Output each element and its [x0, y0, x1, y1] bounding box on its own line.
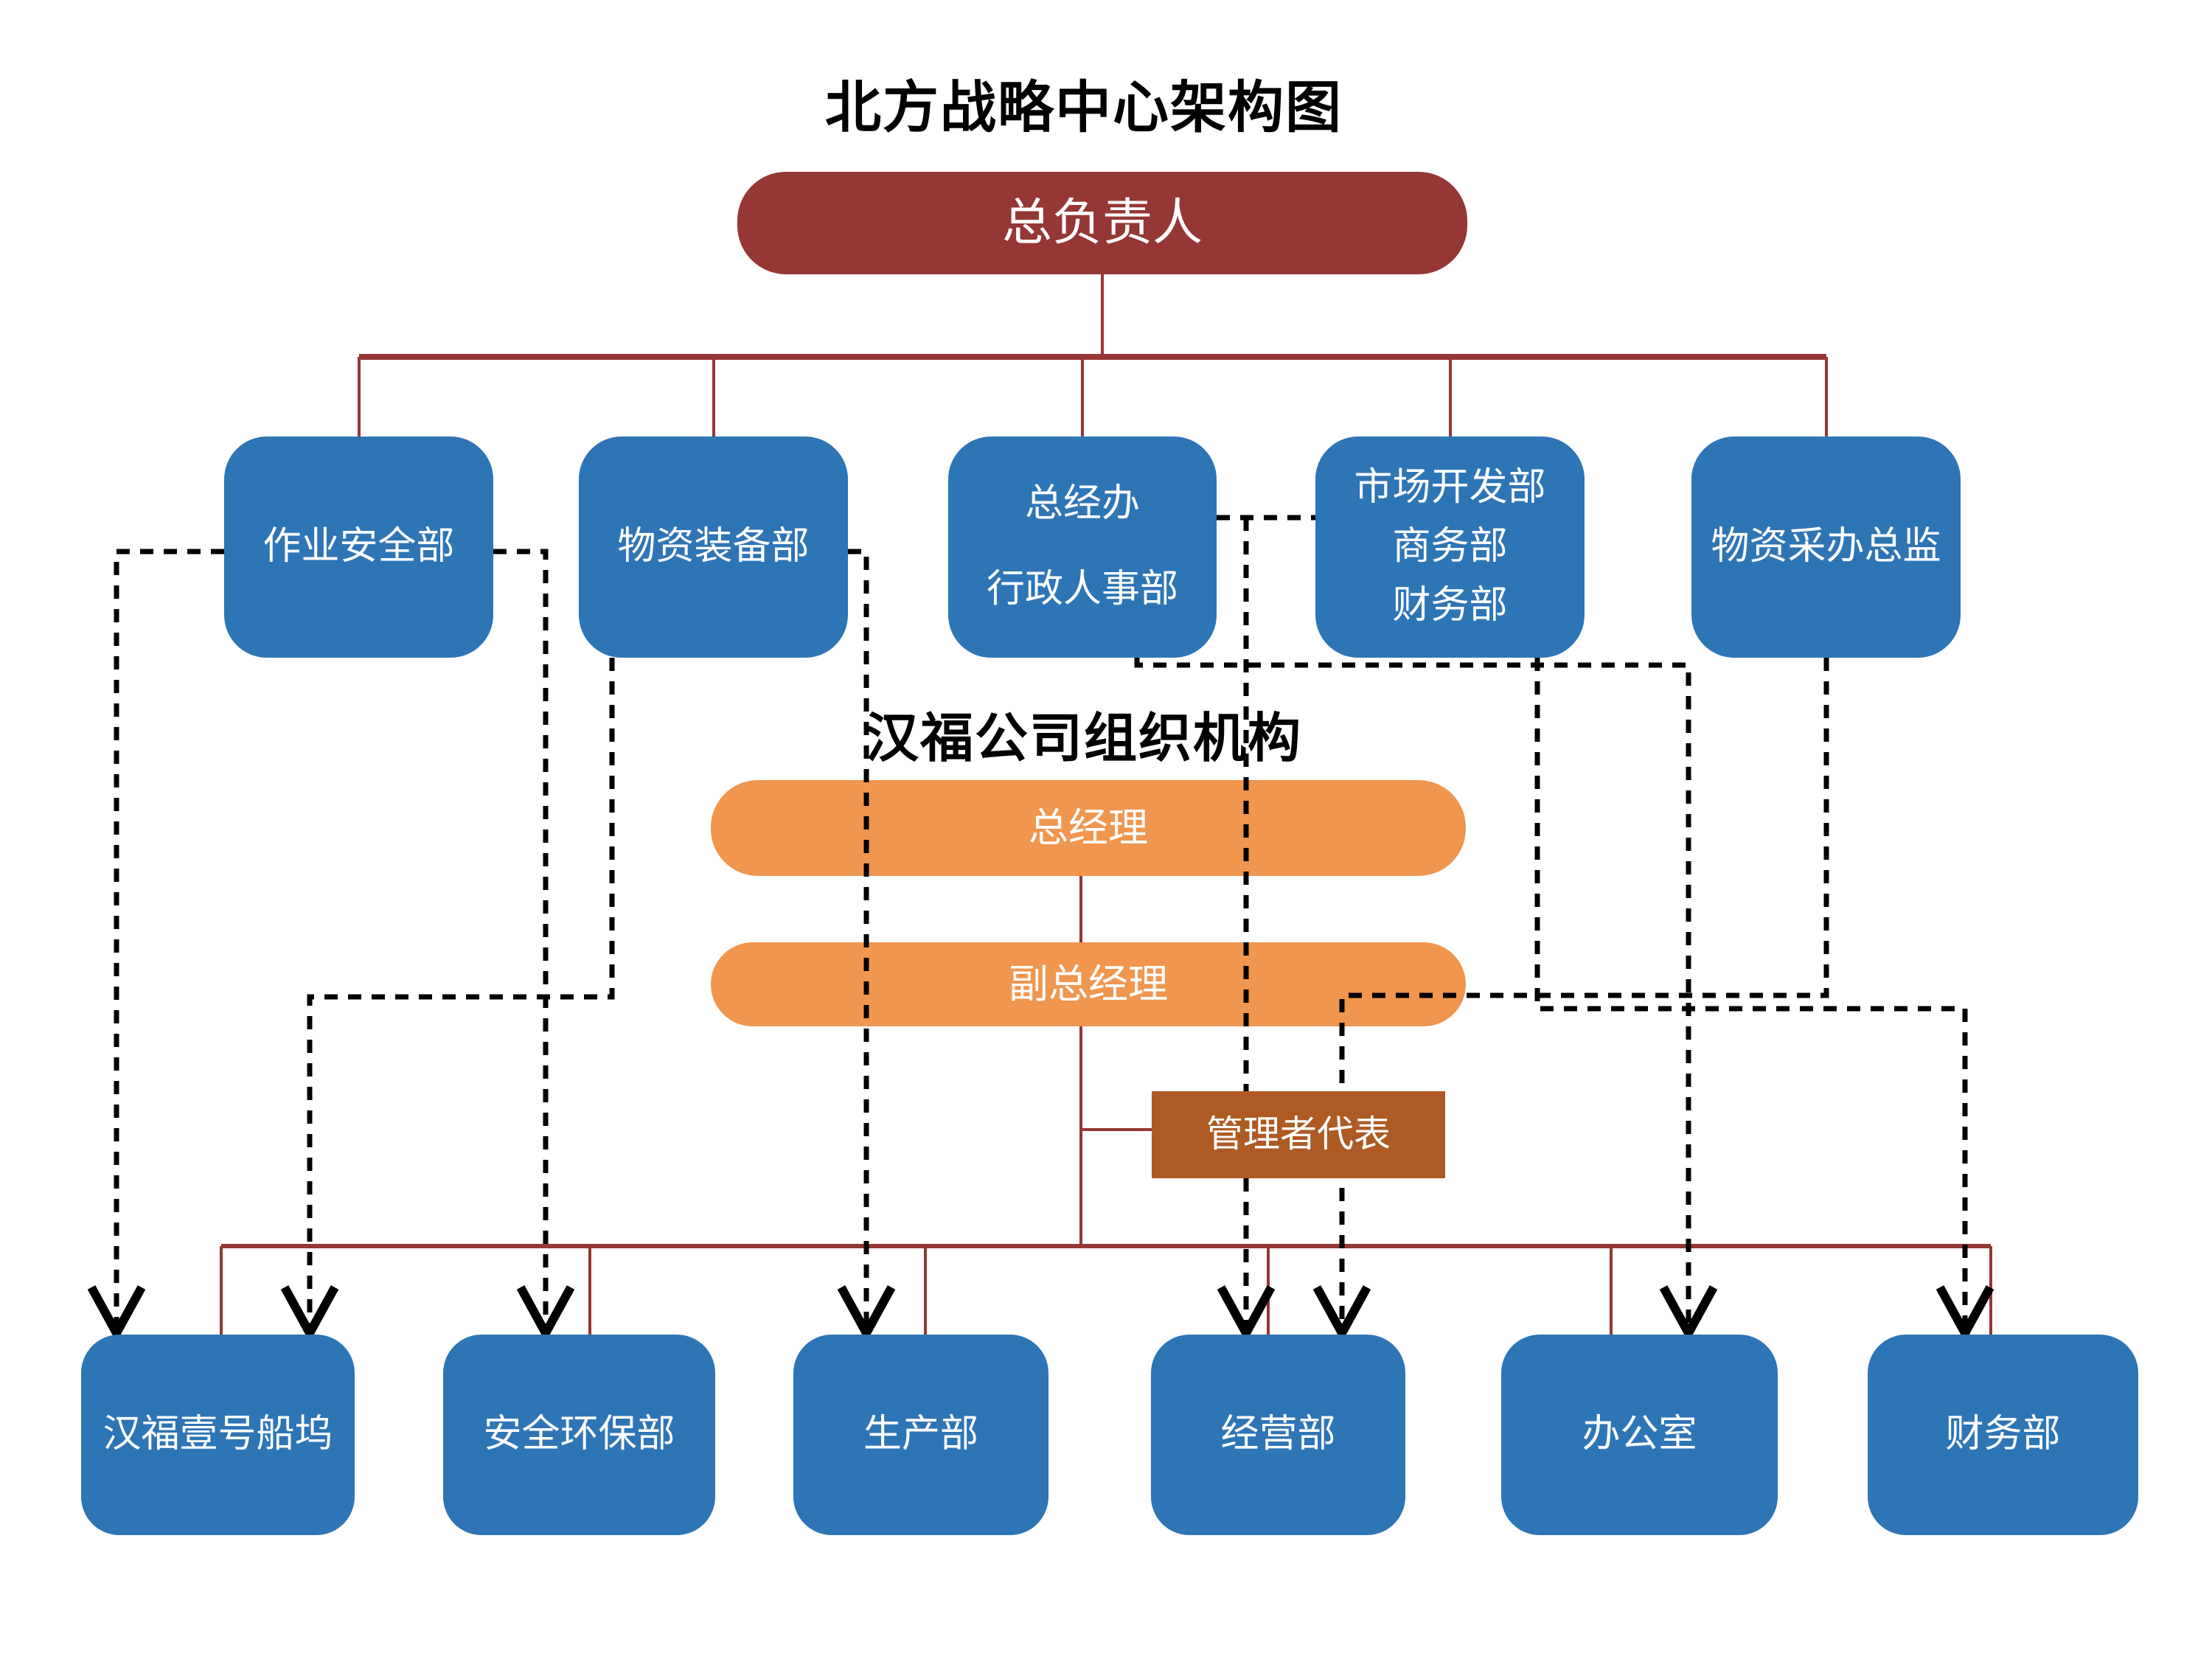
node-office: 办公室: [1501, 1335, 1778, 1535]
node-label: 作业安全部: [262, 525, 455, 568]
arrowhead-down-icon: [1935, 1285, 1994, 1343]
node-hanfu-no1-dock: 汉福壹号船坞: [81, 1335, 355, 1535]
node-label: 管理者代表: [1206, 1113, 1391, 1155]
node-label: 总经办: [1024, 482, 1140, 526]
chart-title-middle: 汉福公司组织机构: [865, 709, 1302, 768]
arrowhead-down-icon: [1659, 1285, 1718, 1343]
node-market-commerce-finance-dept: 市场开发部 商务部 财务部: [1315, 437, 1585, 658]
node-label: 经营部: [1220, 1413, 1336, 1456]
node-label: 总负责人: [1001, 195, 1203, 251]
dashed-link-equipment-to-production: [848, 549, 869, 1324]
node-operation-safety-dept: 作业安全部: [224, 437, 493, 658]
dashed-link-safety-to-dock: [114, 549, 224, 1324]
node-operations-dept: 经营部: [1151, 1335, 1405, 1535]
node-label: 生产部: [863, 1413, 978, 1456]
dashed-link-gmo-to-office: [1134, 658, 1691, 1324]
node-label: 商务部: [1392, 525, 1508, 568]
arrowhead-down-icon: [1217, 1285, 1276, 1343]
row2-drop-lines: [358, 357, 1828, 437]
node-label: 财务部: [1392, 583, 1508, 627]
node-material-equipment-dept: 物资装备部: [579, 437, 848, 658]
node-label: 办公室: [1582, 1413, 1697, 1456]
node-label: 物资采办总监: [1711, 525, 1941, 568]
node-total-director: 总负责人: [737, 172, 1467, 274]
node-management-representative: 管理者代表: [1152, 1091, 1445, 1178]
node-label: 总经理: [1029, 805, 1148, 850]
arrowhead-down-icon: [280, 1285, 339, 1343]
arrowhead-down-icon: [516, 1285, 575, 1343]
bottom-drop-lines: [220, 1246, 1992, 1335]
arrowhead-down-icon: [87, 1285, 146, 1343]
node-gm-office-hr-dept: 总经办 行政人事部: [948, 437, 1217, 658]
chart-title-top: 北方战略中心架构图: [825, 77, 1343, 139]
node-production-dept: 生产部: [793, 1335, 1048, 1535]
node-material-procurement-director: 物资采办总监: [1691, 437, 1961, 658]
dashed-link-safety-to-env: [493, 549, 549, 1324]
node-label: 行政人事部: [986, 568, 1178, 611]
dashed-link-market-to-finance: [1534, 658, 1968, 1324]
arrowhead-down-icon: [837, 1285, 896, 1343]
node-label: 财务部: [1945, 1413, 2061, 1456]
dashed-link-equipment-to-dock: [307, 658, 615, 1324]
dashed-link-procurement-to-operations: [1339, 658, 1829, 1324]
node-safety-environment-dept: 安全环保部: [443, 1335, 715, 1535]
arrowhead-down-icon: [1312, 1285, 1371, 1343]
node-label: 安全环保部: [483, 1413, 675, 1456]
node-label: 市场开发部: [1354, 466, 1546, 509]
node-general-manager: 总经理: [711, 780, 1466, 876]
node-finance-dept: 财务部: [1868, 1335, 2138, 1535]
node-label: 副总经理: [1009, 961, 1168, 1006]
node-label: 汉福壹号船坞: [102, 1413, 333, 1456]
node-label: 物资装备部: [617, 525, 810, 568]
